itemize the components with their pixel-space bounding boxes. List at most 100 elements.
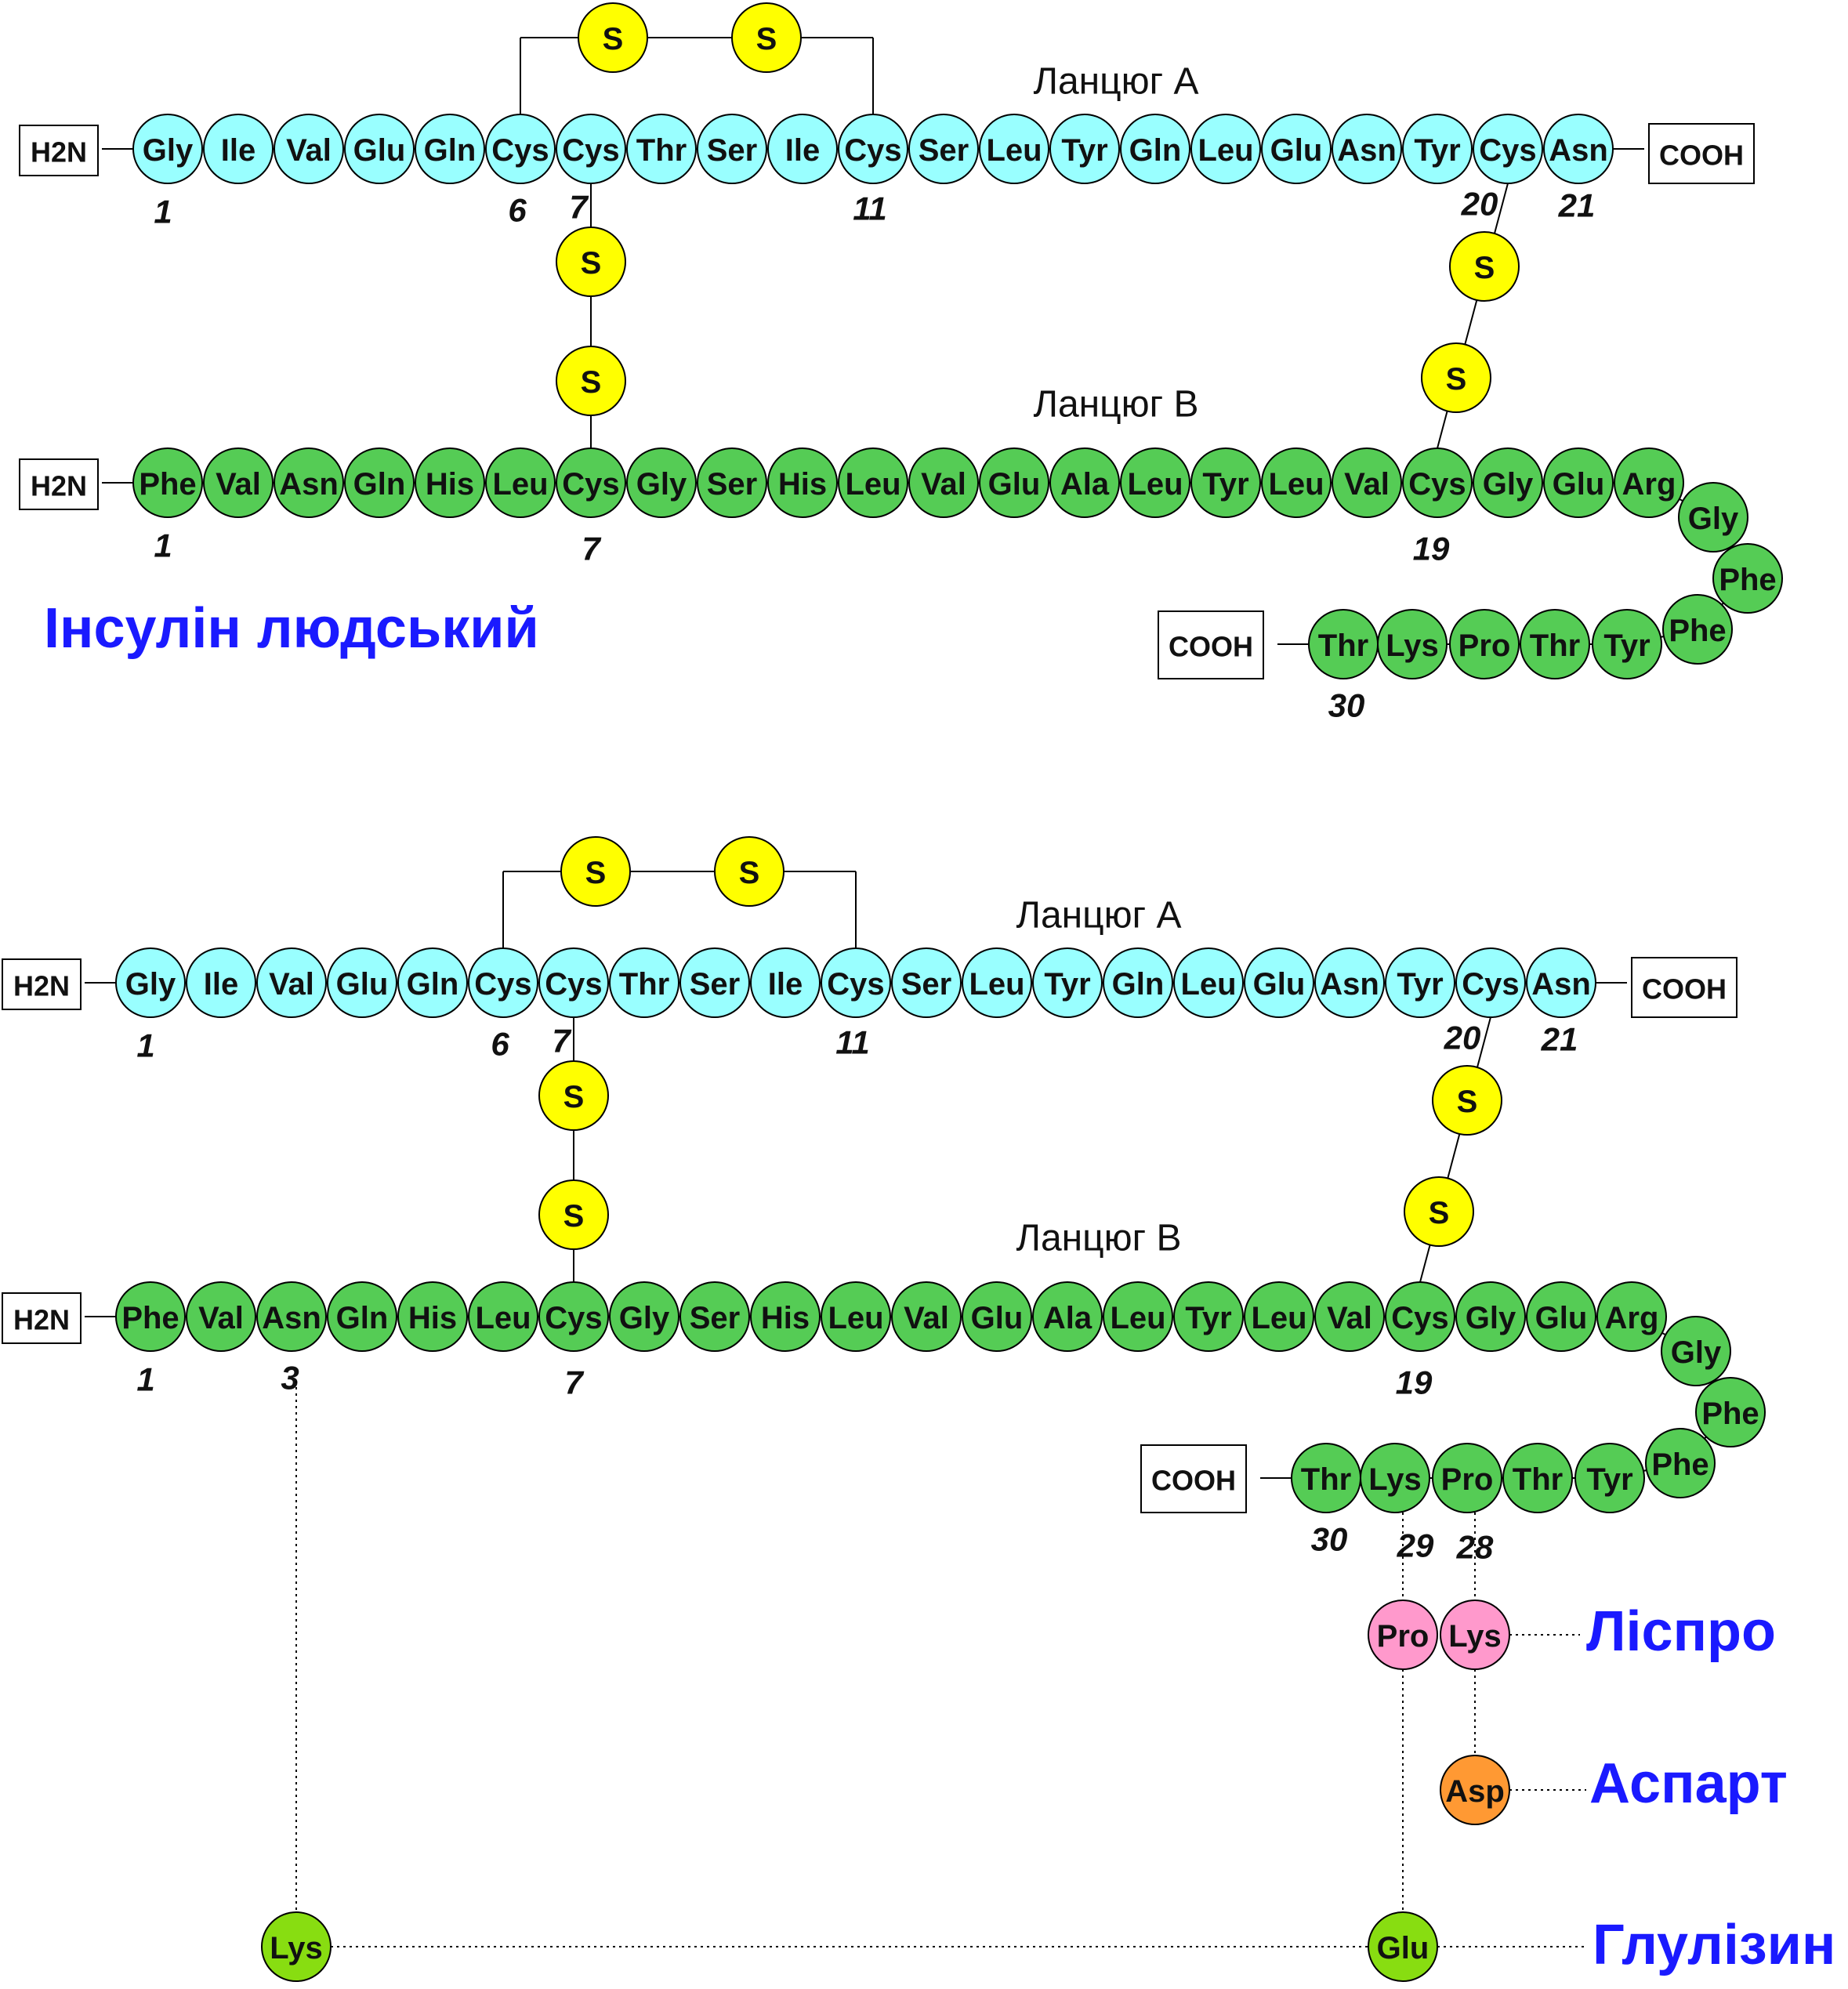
human-chainB-residue-18: Val: [1332, 447, 1402, 518]
human-chainA-residue-8-label: Thr: [636, 133, 687, 168]
glulisine-residue-glu-circle: [1368, 1911, 1438, 1982]
analog-chainB-residue-3-label: Asn: [262, 1301, 321, 1335]
human-chainB-residue-16-circle: [1190, 447, 1261, 518]
human-chainA-label: Ланцюг A: [1033, 61, 1198, 103]
human-chainA-residue-12-circle: [908, 114, 979, 184]
analog-chainB-residue-2-label: Val: [198, 1301, 244, 1335]
human-num-a6: 6: [508, 192, 527, 229]
analog-chainB-residue-30-label: Thr: [1301, 1462, 1351, 1497]
human-chainB-residue-6-circle: [485, 447, 556, 518]
analog-chainB-residue-25-circle: [1645, 1428, 1716, 1498]
analog-chainA-residue-2: Ile: [186, 947, 256, 1018]
lispro-residue-lys: Lys: [1440, 1600, 1510, 1670]
human-chainB-residue-21: Glu: [1543, 447, 1614, 518]
analog-sulfur-4: S: [538, 1179, 609, 1250]
analog-chainA-residue-3: Val: [256, 947, 327, 1018]
human-chainB-residue-14-circle: [1049, 447, 1120, 518]
human-chainA-residue-16: Leu: [1190, 114, 1261, 184]
analog-chainB-residue-30: Thr: [1291, 1443, 1361, 1513]
analog-chainA-residue-15: Gln: [1103, 947, 1173, 1018]
analog-chainA-residue-6-circle: [468, 947, 538, 1018]
human-chainB-residue-5: His: [415, 447, 485, 518]
analog-chainA-residue-4-label: Glu: [336, 967, 389, 1002]
lispro-residue-pro-circle: [1368, 1600, 1438, 1670]
human-chainA-residue-11-label: Cys: [844, 133, 901, 168]
human-chainA-residue-5: Gln: [415, 114, 485, 184]
human-chainB-residue-8-circle: [626, 447, 697, 518]
analog-chainA-residue-21-circle: [1526, 947, 1596, 1018]
analog-chainB-residue-12-label: Val: [904, 1301, 949, 1335]
human-chainB-residue-5-circle: [415, 447, 485, 518]
analog-chainA-residue-14-circle: [1032, 947, 1103, 1018]
analog-chainA-residue-19: Tyr: [1385, 947, 1455, 1018]
human-chainA-residue-5-circle: [415, 114, 485, 184]
analog-chainA-residue-18-label: Asn: [1320, 967, 1379, 1002]
analog-chainB-residue-6-label: Leu: [475, 1301, 531, 1335]
analog-chainB-residue-8: Gly: [609, 1281, 679, 1352]
analog-chainA-residue-14: Tyr: [1032, 947, 1103, 1018]
human-chainB-residue-29-label: Lys: [1386, 629, 1438, 663]
human-sulfur-6: S: [1421, 342, 1491, 413]
analog-chainB-residue-2-circle: [186, 1281, 256, 1352]
analog-chainA-residue-20-circle: [1455, 947, 1526, 1018]
human-sulfur-4: S: [556, 346, 626, 416]
analog-chainA-nterm: H2N: [13, 970, 70, 1002]
human-chainA-residue-14-circle: [1049, 114, 1120, 184]
human-chainA-residue-4-label: Glu: [353, 133, 406, 168]
analog-chainA-residue-2-circle: [186, 947, 256, 1018]
human-chainB-residue-8: Gly: [626, 447, 697, 518]
human-num-b1: 1: [154, 527, 172, 564]
human-num-a20: 20: [1461, 186, 1498, 223]
analog-num-a11: 11: [835, 1024, 870, 1061]
analog-chainA-residue-1-circle: [115, 947, 186, 1018]
human-chainB-residue-23-circle: [1678, 482, 1748, 552]
analog-sulfur-circle: [714, 836, 784, 907]
analog-chainB-residue-9-circle: [679, 1281, 750, 1352]
human-chainB-residue-16-label: Tyr: [1202, 467, 1248, 502]
human-chainA-residue-16-circle: [1190, 114, 1261, 184]
analog-sulfur-label: S: [1457, 1085, 1478, 1119]
human-chainA-residue-8: Thr: [626, 114, 697, 184]
analog-chainB-residue-12: Val: [891, 1281, 962, 1352]
human-chainA-residue-13-circle: [979, 114, 1049, 184]
human-chainB-residue-2: Val: [203, 447, 274, 518]
analog-chainB-residue-25: Phe: [1645, 1428, 1716, 1498]
analog-chainB-residue-26-label: Tyr: [1586, 1462, 1632, 1497]
human-sulfur-label: S: [581, 246, 602, 281]
analog-chainA-residue-1: Gly: [115, 947, 186, 1018]
analog-chainB-residue-24: Phe: [1695, 1377, 1766, 1447]
human-chainA-residue-20: Cys: [1473, 114, 1543, 184]
human-num-a21: 21: [1558, 187, 1596, 224]
analog-chainA-residue-21-label: Asn: [1531, 967, 1591, 1002]
human-chainB-residue-4-label: Gln: [353, 467, 406, 502]
analog-chainB-residue-5-label: His: [408, 1301, 457, 1335]
analog-chainB-residue-8-circle: [609, 1281, 679, 1352]
human-chainB-residue-26-label: Tyr: [1603, 629, 1650, 663]
glulisine-residue-lys-circle: [261, 1911, 332, 1982]
analog-chainA-residue-9-circle: [679, 947, 750, 1018]
analog-chainB-residue-15-circle: [1103, 1281, 1173, 1352]
analog-chainB-residue-26-circle: [1574, 1443, 1645, 1513]
human-chainA-residue-14-label: Tyr: [1061, 133, 1107, 168]
human-chainA-residue-6-circle: [485, 114, 556, 184]
human-chainB-residue-17-circle: [1261, 447, 1332, 518]
human-chainA-residue-16-label: Leu: [1198, 133, 1253, 168]
human-chainB-residue-6: Leu: [485, 447, 556, 518]
human-chainA-residue-9-label: Ser: [707, 133, 758, 168]
human-chainB-residue-27-circle: [1520, 609, 1590, 679]
human-chainA-residue-15-circle: [1120, 114, 1190, 184]
analog-chainA-residue-3-label: Val: [269, 967, 314, 1002]
analog-chainA-residue-9-label: Ser: [690, 967, 741, 1002]
analog-chainA-residue-16-circle: [1173, 947, 1244, 1018]
human-chainA-residue-7: Cys: [556, 114, 626, 184]
human-num-a1: 1: [154, 194, 172, 230]
analog-chainB-residue-5: His: [397, 1281, 468, 1352]
human-chainB-residue-4: Gln: [344, 447, 415, 518]
analog-chainA-residue-5-circle: [397, 947, 468, 1018]
human-sulfur-circle: [556, 346, 626, 416]
human-chainB-residue-13-label: Glu: [988, 467, 1041, 502]
human-chainB-residue-19: Cys: [1402, 447, 1473, 518]
glulisine-residue-glu-label: Glu: [1377, 1931, 1429, 1965]
human-sulfur-3: S: [556, 226, 626, 297]
analog-chainB-nterm-box: [2, 1292, 82, 1344]
